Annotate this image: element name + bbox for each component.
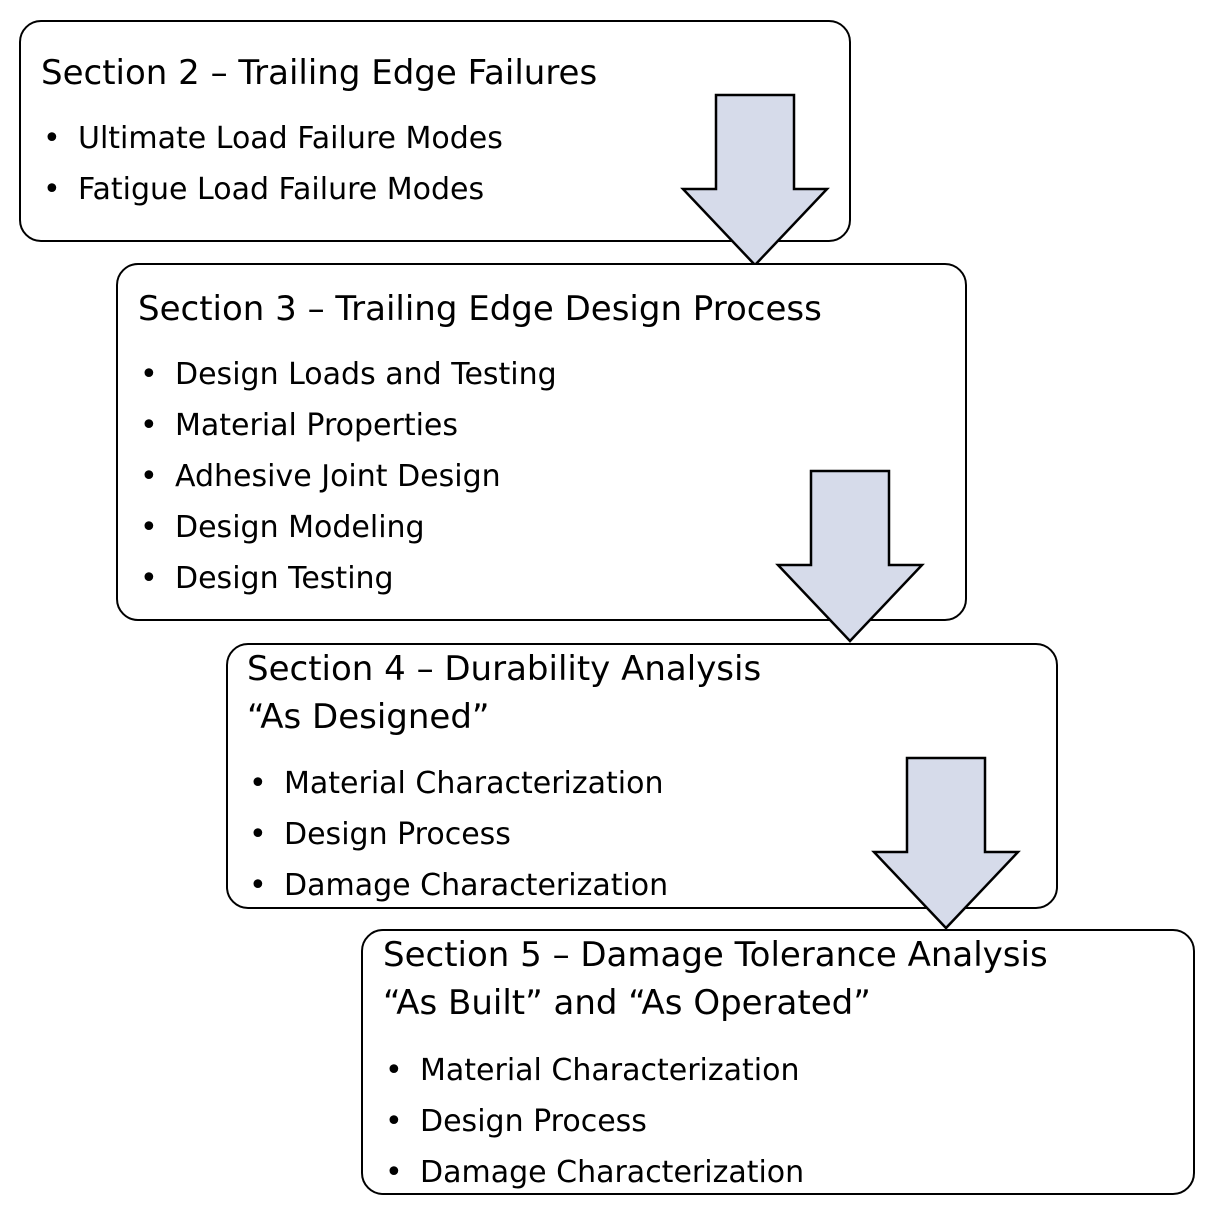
section-5-bullet-item: Damage Characterization xyxy=(385,1147,804,1198)
section-2-heading-line-1: Section 2 – Trailing Edge Failures xyxy=(41,53,598,93)
section-4-bullet-list: Material Characterization Design Process… xyxy=(249,758,668,911)
section-3-bullet-item: Adhesive Joint Design xyxy=(140,451,557,502)
section-3-heading-line-1: Section 3 – Trailing Edge Design Process xyxy=(138,289,822,329)
section-3-bullet-list: Design Loads and Testing Material Proper… xyxy=(140,349,557,604)
section-4-heading-line-1: Section 4 – Durability Analysis xyxy=(247,649,762,689)
section-4-bullet-item: Design Process xyxy=(249,809,668,860)
down-arrow-icon xyxy=(680,93,830,267)
section-5-heading: Section 5 – Damage Tolerance Analysis “A… xyxy=(383,931,1048,1027)
section-2-box: Section 2 – Trailing Edge Failures Ultim… xyxy=(19,20,851,242)
section-4-bullet-item: Damage Characterization xyxy=(249,860,668,911)
section-4-box: Section 4 – Durability Analysis “As Desi… xyxy=(226,643,1058,911)
section-2-bullet-item: Fatigue Load Failure Modes xyxy=(43,164,503,215)
section-3-bullet-item: Design Modeling xyxy=(140,502,557,553)
section-4-bullet-item: Material Characterization xyxy=(249,758,668,809)
section-3-bullet-item: Design Loads and Testing xyxy=(140,349,557,400)
section-5-bullet-item: Material Characterization xyxy=(385,1045,804,1096)
section-4-heading-line-2: “As Designed” xyxy=(247,697,490,737)
section-5-heading-line-2: “As Built” and “As Operated” xyxy=(383,983,871,1023)
section-5-bullet-item: Design Process xyxy=(385,1096,804,1147)
section-2-bullet-list: Ultimate Load Failure Modes Fatigue Load… xyxy=(43,113,503,215)
section-5-bullet-list: Material Characterization Design Process… xyxy=(385,1045,804,1198)
section-2-bullet-item: Ultimate Load Failure Modes xyxy=(43,113,503,164)
down-arrow-icon xyxy=(775,469,925,643)
section-5-heading-line-1: Section 5 – Damage Tolerance Analysis xyxy=(383,935,1048,975)
section-3-heading: Section 3 – Trailing Edge Design Process xyxy=(138,285,822,333)
section-2-heading: Section 2 – Trailing Edge Failures xyxy=(41,49,597,97)
section-4-heading: Section 4 – Durability Analysis “As Desi… xyxy=(247,645,761,741)
down-arrow-icon xyxy=(871,756,1021,930)
section-3-bullet-item: Material Properties xyxy=(140,400,557,451)
section-5-box: Section 5 – Damage Tolerance Analysis “A… xyxy=(361,929,1195,1198)
section-3-bullet-item: Design Testing xyxy=(140,553,557,604)
